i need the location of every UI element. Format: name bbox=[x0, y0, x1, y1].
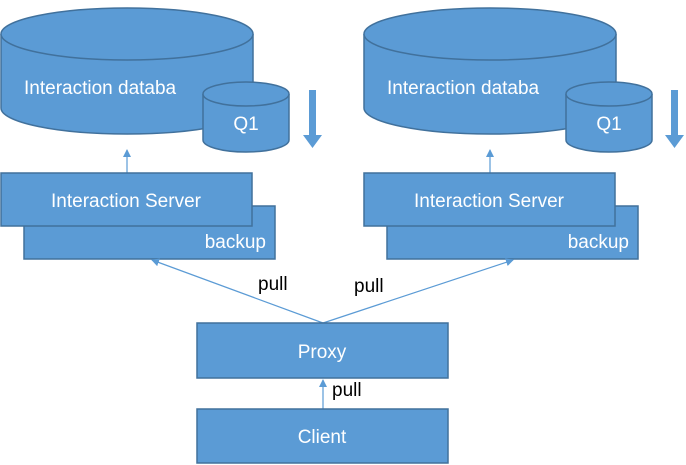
edge-label-pull-bottom: pull bbox=[332, 380, 362, 401]
proxy-label: Proxy bbox=[298, 342, 347, 363]
backup-right-label: backup bbox=[568, 232, 629, 253]
edge-label-pull-left: pull bbox=[258, 274, 288, 295]
queue-left-label: Q1 bbox=[233, 114, 258, 135]
queue-right-label: Q1 bbox=[596, 114, 621, 135]
backup-left-label: backup bbox=[205, 232, 266, 253]
cluster-right: Interaction databa Q1 backup Interaction… bbox=[363, 7, 684, 260]
down-arrow-icon bbox=[665, 90, 684, 148]
cluster-left: Interaction databa Q1 backup Interaction… bbox=[0, 7, 322, 260]
interaction-server-left: Interaction Server bbox=[0, 172, 253, 227]
client-node: Client bbox=[196, 408, 449, 464]
queue-left: Q1 bbox=[202, 81, 290, 153]
queue-right: Q1 bbox=[565, 81, 653, 153]
edge-label-pull-right: pull bbox=[354, 276, 384, 297]
down-arrow-icon bbox=[303, 90, 322, 148]
database-left: Interaction databa bbox=[0, 7, 254, 135]
proxy-node: Proxy bbox=[196, 322, 449, 379]
edge-proxy-to-right bbox=[322, 258, 514, 324]
interaction-server-left-label: Interaction Server bbox=[51, 191, 202, 212]
database-left-label: Interaction databa bbox=[24, 78, 177, 99]
database-right: Interaction databa bbox=[363, 7, 617, 135]
client-label: Client bbox=[298, 427, 347, 448]
interaction-server-right-label: Interaction Server bbox=[414, 191, 565, 212]
database-right-label: Interaction databa bbox=[387, 78, 540, 99]
interaction-server-right: Interaction Server bbox=[363, 172, 616, 227]
edge-proxy-to-left bbox=[151, 258, 324, 324]
